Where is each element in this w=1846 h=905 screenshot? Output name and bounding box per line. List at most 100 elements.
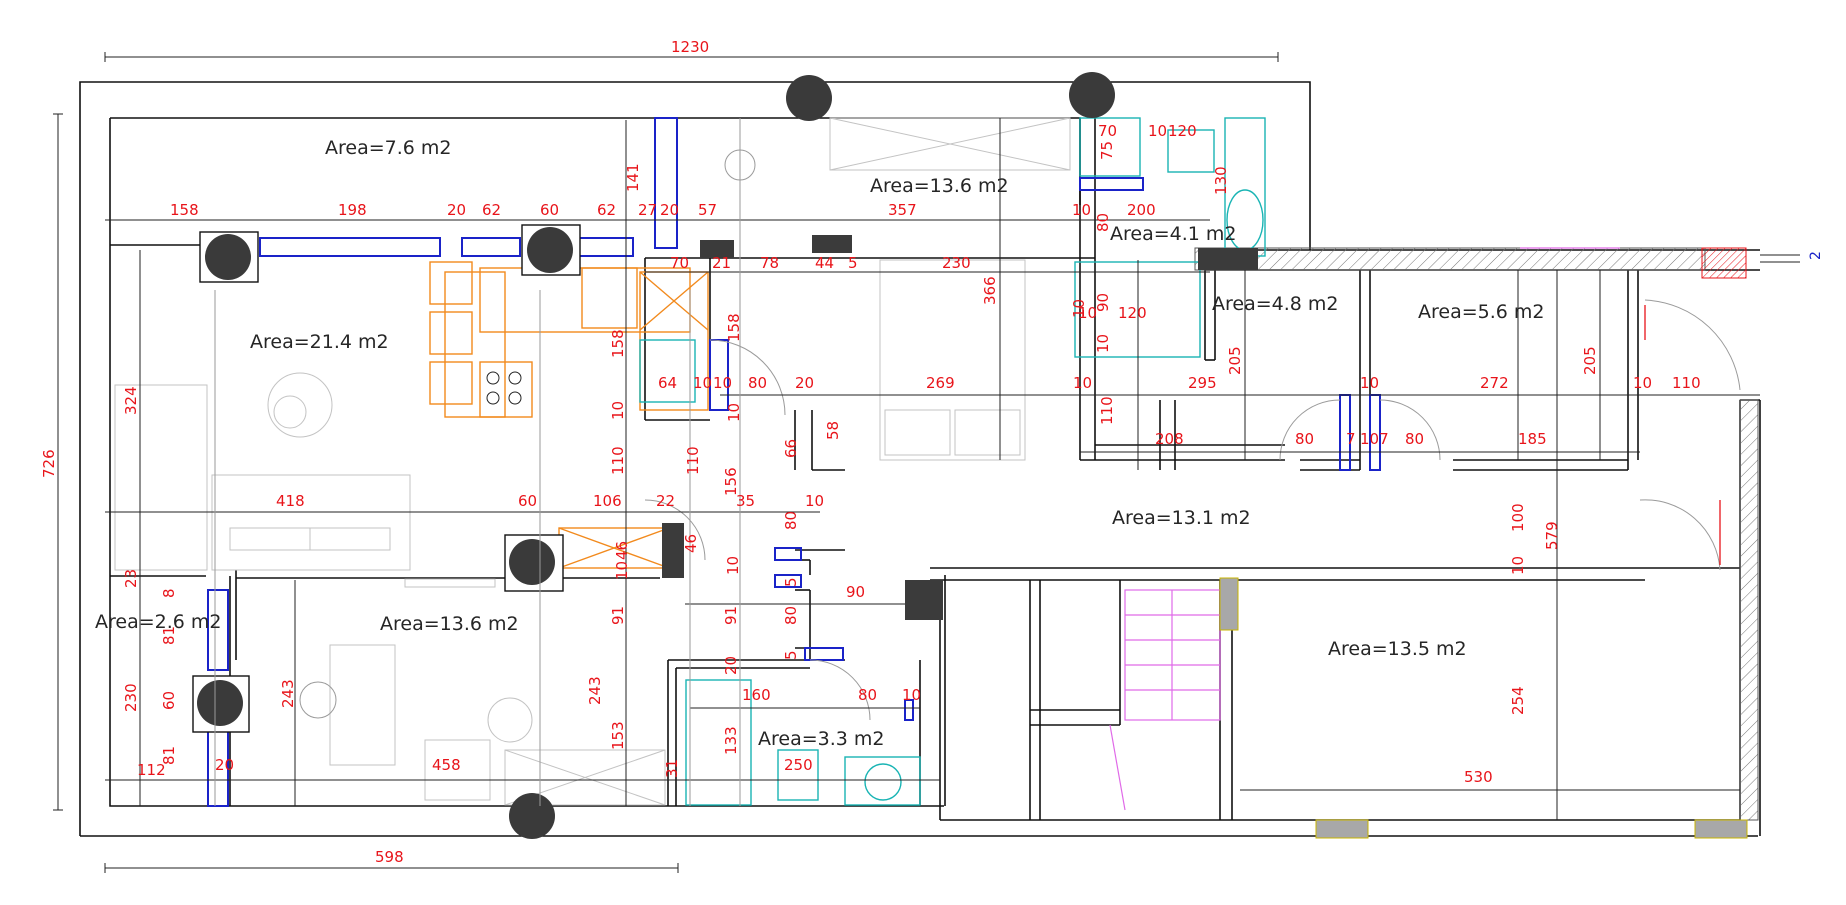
pillar — [527, 227, 573, 273]
bathroom-fixtures — [639, 117, 1266, 806]
dim-v: 10 — [1070, 299, 1088, 318]
table — [267, 372, 333, 438]
pillar — [786, 75, 832, 121]
dim-h: 20 — [215, 756, 234, 774]
area-label: Area=13.5 m2 — [1328, 638, 1467, 660]
dim-h: 60 — [540, 201, 559, 219]
red-hatched-block — [1701, 247, 1747, 279]
dim-h: 250 — [784, 756, 813, 774]
dim-h: 10 — [1633, 374, 1652, 392]
dim-v: 91 — [722, 606, 740, 625]
dim-v: 110 — [609, 446, 627, 475]
dim-h: 20 — [660, 201, 679, 219]
area-labels: Area=7.6 m2 Area=13.6 m2 Area=4.1 m2 Are… — [95, 137, 1545, 750]
bed — [114, 384, 208, 571]
dim-v: 133 — [722, 726, 740, 755]
dim-h: 112 — [137, 761, 166, 779]
overall-dimension-labels: 1230 726 598 2 — [40, 38, 1824, 866]
dim-h: 200 — [1127, 201, 1156, 219]
dim-h: 80 — [1405, 430, 1424, 448]
dim-h: 20 — [795, 374, 814, 392]
dim-h: 27 — [638, 201, 657, 219]
window — [654, 117, 678, 249]
dim-v: 66 — [782, 439, 800, 458]
area-label: Area=13.6 m2 — [870, 175, 1009, 197]
pillar — [1069, 72, 1115, 118]
dim-h: 57 — [698, 201, 717, 219]
dim-h: 198 — [338, 201, 367, 219]
washbasin — [1079, 117, 1141, 177]
dim-h: 10 — [713, 374, 732, 392]
dim-v: 10 — [609, 401, 627, 420]
hatched-walls — [1194, 247, 1800, 821]
pillar — [197, 680, 243, 726]
dim-v: 91 — [609, 606, 627, 625]
dim-h: 185 — [1518, 430, 1547, 448]
window — [577, 237, 634, 257]
door-swings — [644, 299, 1741, 721]
dim-h: 106 — [593, 492, 622, 510]
dim-h: 458 — [432, 756, 461, 774]
dim-h: 70 — [670, 254, 689, 272]
dim-v: 60 — [160, 691, 178, 710]
dim-v: 10 — [725, 403, 743, 422]
dim-h: 10 — [902, 686, 921, 704]
dim-v: 23 — [122, 569, 140, 588]
dim-v: 324 — [122, 386, 140, 415]
dim-v: 5 — [782, 577, 800, 587]
dim-v: 8 — [160, 588, 178, 598]
dim-v: 46 — [682, 534, 700, 553]
overall-width: 1230 — [671, 38, 709, 56]
dim-h: 418 — [276, 492, 305, 510]
area-label: Area=7.6 m2 — [325, 137, 452, 159]
dim-v: 243 — [279, 679, 297, 708]
area-label: Area=5.6 m2 — [1418, 301, 1545, 323]
dim-h: 230 — [942, 254, 971, 272]
dim-v: 90 — [1094, 293, 1112, 312]
kitchen-counter-top — [479, 267, 691, 333]
dim-v: 75 — [1098, 141, 1116, 160]
dim-h: 35 — [736, 492, 755, 510]
dim-h: 120 — [1118, 304, 1147, 322]
pillar — [509, 793, 555, 839]
vertical-dimensions: 141 75 130 80 366 90 10 10 205 205 324 1… — [122, 141, 1599, 778]
dim-h: 60 — [518, 492, 537, 510]
dim-h: 10 — [1072, 201, 1091, 219]
dim-h: 70 — [1098, 122, 1117, 140]
dim-h: 110 — [1672, 374, 1701, 392]
dim-v: 130 — [1212, 166, 1230, 195]
desk — [329, 644, 396, 766]
dim-h: 90 — [846, 583, 865, 601]
dim-h: 10 — [1078, 304, 1097, 322]
dim-v: 110 — [684, 446, 702, 475]
window — [774, 547, 802, 561]
dim-v: 80 — [1094, 213, 1112, 232]
window — [207, 589, 229, 671]
area-label: Area=4.8 m2 — [1212, 293, 1339, 315]
dim-v: 158 — [609, 329, 627, 358]
bottom-width: 598 — [375, 848, 404, 866]
dim-v: 81 — [160, 746, 178, 765]
dim-h: 357 — [888, 201, 917, 219]
dim-v: 10 — [1509, 556, 1527, 575]
structural-blocks — [662, 235, 1748, 839]
dim-h: 5 — [848, 254, 858, 272]
dim-v: 366 — [981, 276, 999, 305]
window — [904, 699, 914, 721]
area-label: Area=2.6 m2 — [95, 611, 222, 633]
dim-v: 243 — [586, 676, 604, 705]
grid-tag: 2 — [1808, 251, 1824, 260]
dim-v: 100 — [1509, 503, 1527, 532]
kitchen-counter — [444, 271, 506, 418]
dim-v: 205 — [1581, 346, 1599, 375]
toilet — [1167, 129, 1215, 173]
cooktop — [479, 361, 533, 418]
shower-tray — [685, 679, 752, 806]
dim-h: 80 — [858, 686, 877, 704]
dim-h: 7 — [1346, 430, 1356, 448]
dim-h: 10 — [1073, 374, 1092, 392]
dim-h: 269 — [926, 374, 955, 392]
dim-v: 10 — [1094, 334, 1112, 353]
staircase — [1109, 247, 1620, 811]
